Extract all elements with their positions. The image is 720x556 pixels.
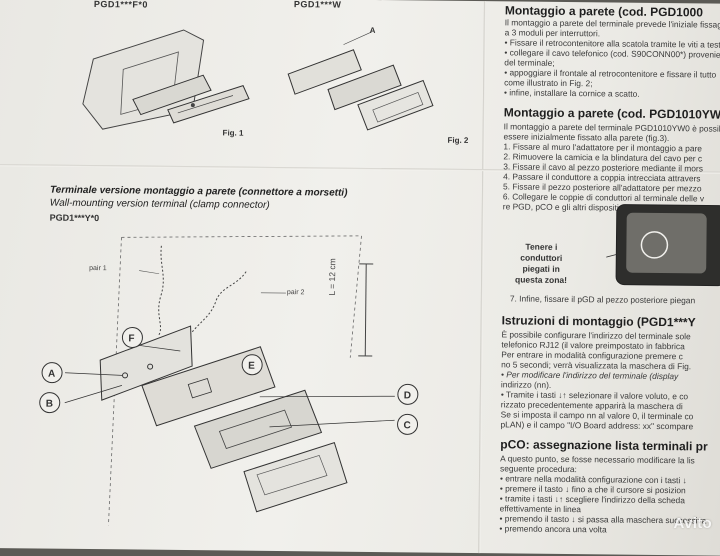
section-title-en: Wall-mounting version terminal (clamp co… (50, 198, 270, 211)
figure-2-caption: Fig. 2 (447, 136, 468, 145)
section-title-it: Terminale versione montaggio a parete (c… (50, 185, 348, 199)
terminal-wiring-figure (606, 202, 720, 293)
heading-instructions: Istruzioni di montaggio (PGD1***Y (502, 313, 696, 329)
callout-f: F (128, 333, 134, 344)
callout-e: E (248, 361, 255, 372)
callout-c: C (403, 420, 410, 431)
wall-mount-diagram: A B C D E F (28, 224, 481, 549)
callout-a: A (48, 369, 55, 380)
figure-2-callout-a: A (370, 26, 376, 35)
pair-2-label: pair 2 (287, 289, 305, 296)
text-line: indirizzo (nn). (501, 379, 551, 390)
warning-note: Tenere i conduttori piegati in questa zo… (506, 241, 576, 286)
text-line: • premendo ancora una volta (499, 523, 606, 534)
callout-d: D (404, 390, 411, 401)
figure-1-caption: Fig. 1 (223, 128, 244, 137)
figure-2-drawing (283, 19, 444, 141)
note-line: conduttori (506, 252, 576, 264)
code-label-w: PGD1***W (294, 0, 342, 10)
heading-pco: pCO: assegnazione lista terminali pr (500, 437, 708, 453)
pair-1-label: pair 1 (89, 265, 107, 272)
length-label: L = 12 cm (327, 258, 337, 295)
note-line: Tenere i (506, 241, 576, 253)
section-code: PGD1***Y*0 (50, 213, 100, 224)
note-line: piegati in (506, 263, 576, 275)
text-line: pLAN) e il campo "I/O Board address: xx"… (500, 419, 693, 431)
text-line: del terminale; (504, 57, 554, 68)
callout-b: B (46, 399, 53, 410)
right-column: Montaggio a parete (cod. PGD1000 Il mont… (499, 1, 720, 4)
heading-wall-yw0: Montaggio a parete (cod. PGD1010YW0 (504, 105, 720, 121)
text-line: • infine, installare la cornice a scatto… (504, 87, 640, 98)
step-7: 7. Infine, fissare il pGD al pezzo poste… (510, 293, 695, 305)
figure-1-drawing (73, 9, 264, 141)
note-line: questa zona! (506, 274, 576, 286)
watermark-logo: Avito (674, 515, 712, 532)
